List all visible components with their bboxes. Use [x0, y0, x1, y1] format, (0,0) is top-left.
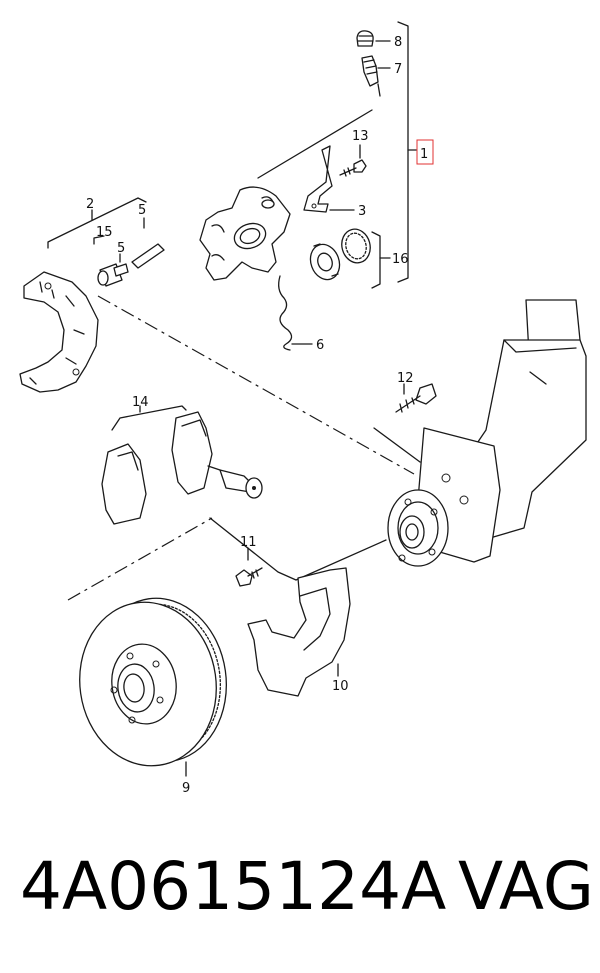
callout-1-box: 1 [416, 139, 434, 165]
bolt-12: 12 [395, 371, 437, 413]
guide-pin-5b: 5 [131, 203, 165, 269]
wheel-hub [387, 427, 501, 567]
callout-12: 12 [397, 371, 414, 386]
part-number-label: 4A0615124A [20, 848, 447, 925]
caliper-housing [199, 186, 291, 281]
callout-5b: 5 [138, 203, 146, 218]
callout-3: 3 [358, 204, 366, 219]
caliper-carrier-2: 2 [19, 197, 147, 393]
callout-2: 2 [86, 197, 94, 212]
callout-8: 8 [394, 35, 402, 50]
bleeder-valve-7: 7 [361, 55, 402, 97]
part-number-bar: 4A0615124A VAG [0, 848, 600, 948]
guide-pin-5a: 5 [113, 241, 129, 277]
callout-10: 10 [332, 679, 349, 694]
splash-shield-10: 10 [247, 567, 351, 697]
wear-sensor-wire-6: 6 [278, 275, 324, 353]
wear-sensor-plug [207, 465, 263, 499]
bolt-11: 11 [235, 535, 263, 587]
callout-1: 1 [420, 147, 428, 162]
group-bracket-1 [397, 21, 417, 283]
callout-6: 6 [316, 338, 324, 353]
callout-7: 7 [394, 62, 402, 77]
callout-16: 16 [392, 252, 409, 267]
callout-9: 9 [182, 781, 190, 796]
callout-15: 15 [96, 225, 113, 240]
brake-disc-9: 9 [79, 597, 227, 796]
brand-label: VAG [458, 848, 595, 925]
brake-pads-14: 14 [101, 395, 213, 525]
screw-13: 13 [339, 129, 369, 177]
bracket-3: 3 [303, 145, 366, 219]
bleeder-cap-8: 8 [356, 30, 402, 50]
seal-kit-16: 16 [309, 228, 409, 289]
callout-11: 11 [240, 535, 257, 550]
callout-13: 13 [352, 129, 369, 144]
callout-5a: 5 [117, 241, 125, 256]
callout-14: 14 [132, 395, 149, 410]
